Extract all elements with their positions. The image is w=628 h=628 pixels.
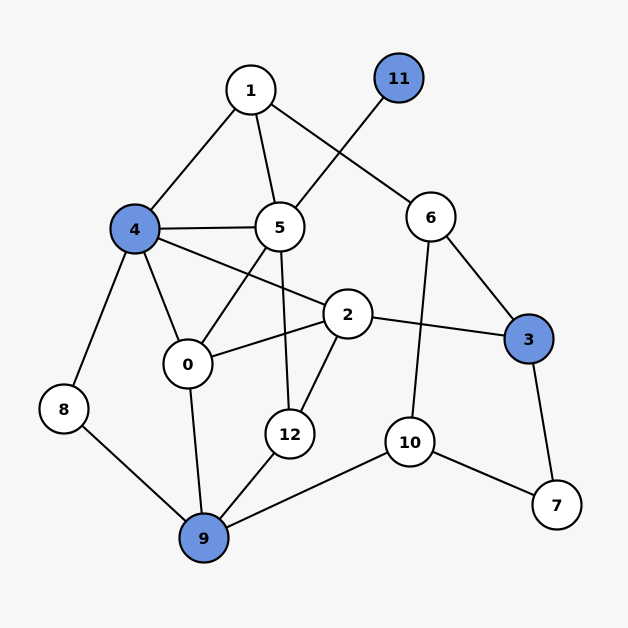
graph-edge-2-3 <box>346 312 531 341</box>
graph-node-circle-4[interactable] <box>109 203 161 255</box>
graph-node-circle-10[interactable] <box>384 416 436 468</box>
graph-node-12[interactable]: 12 <box>264 408 316 460</box>
graph-node-circle-2[interactable] <box>322 288 374 340</box>
graph-node-circle-1[interactable] <box>225 64 277 116</box>
graph-edge-5-11 <box>278 76 401 229</box>
graph-edge-0-2 <box>186 312 350 366</box>
graph-node-11[interactable]: 11 <box>373 52 425 104</box>
graph-node-6[interactable]: 6 <box>405 191 457 243</box>
graph-edge-5-12 <box>278 225 292 436</box>
graph-node-3[interactable]: 3 <box>503 313 555 365</box>
graph-node-0[interactable]: 0 <box>162 338 214 390</box>
graph-node-circle-6[interactable] <box>405 191 457 243</box>
graph-edge-10-9 <box>202 440 412 540</box>
graph-node-8[interactable]: 8 <box>38 383 90 435</box>
graph-node-4[interactable]: 4 <box>109 203 161 255</box>
graph-node-1[interactable]: 1 <box>225 64 277 116</box>
graph-edge-1-6 <box>249 88 433 219</box>
graph-node-2[interactable]: 2 <box>322 288 374 340</box>
graph-node-7[interactable]: 7 <box>531 479 583 531</box>
graph-node-5[interactable]: 5 <box>254 201 306 253</box>
graph-edge-6-10 <box>408 215 433 444</box>
graph-node-circle-0[interactable] <box>162 338 214 390</box>
graph-node-circle-7[interactable] <box>531 479 583 531</box>
graph-edge-1-4 <box>133 88 253 231</box>
graph-node-circle-11[interactable] <box>373 52 425 104</box>
graph-edge-4-2 <box>133 227 350 316</box>
graph-node-circle-8[interactable] <box>38 383 90 435</box>
graph-edge-4-8 <box>62 227 137 411</box>
graph-edge-5-0 <box>186 225 282 366</box>
graph-edge-6-3 <box>429 215 531 341</box>
edge-layer <box>62 76 559 540</box>
graph-node-10[interactable]: 10 <box>384 416 436 468</box>
graph-node-circle-12[interactable] <box>264 408 316 460</box>
graph-edge-0-9 <box>186 362 206 540</box>
graph-edge-10-7 <box>408 440 559 507</box>
graph-node-9[interactable]: 9 <box>178 512 230 564</box>
graph-node-circle-5[interactable] <box>254 201 306 253</box>
graph-node-circle-9[interactable] <box>178 512 230 564</box>
graph-edge-8-9 <box>62 407 206 540</box>
graph-edge-3-7 <box>527 337 559 507</box>
graph-node-circle-3[interactable] <box>503 313 555 365</box>
